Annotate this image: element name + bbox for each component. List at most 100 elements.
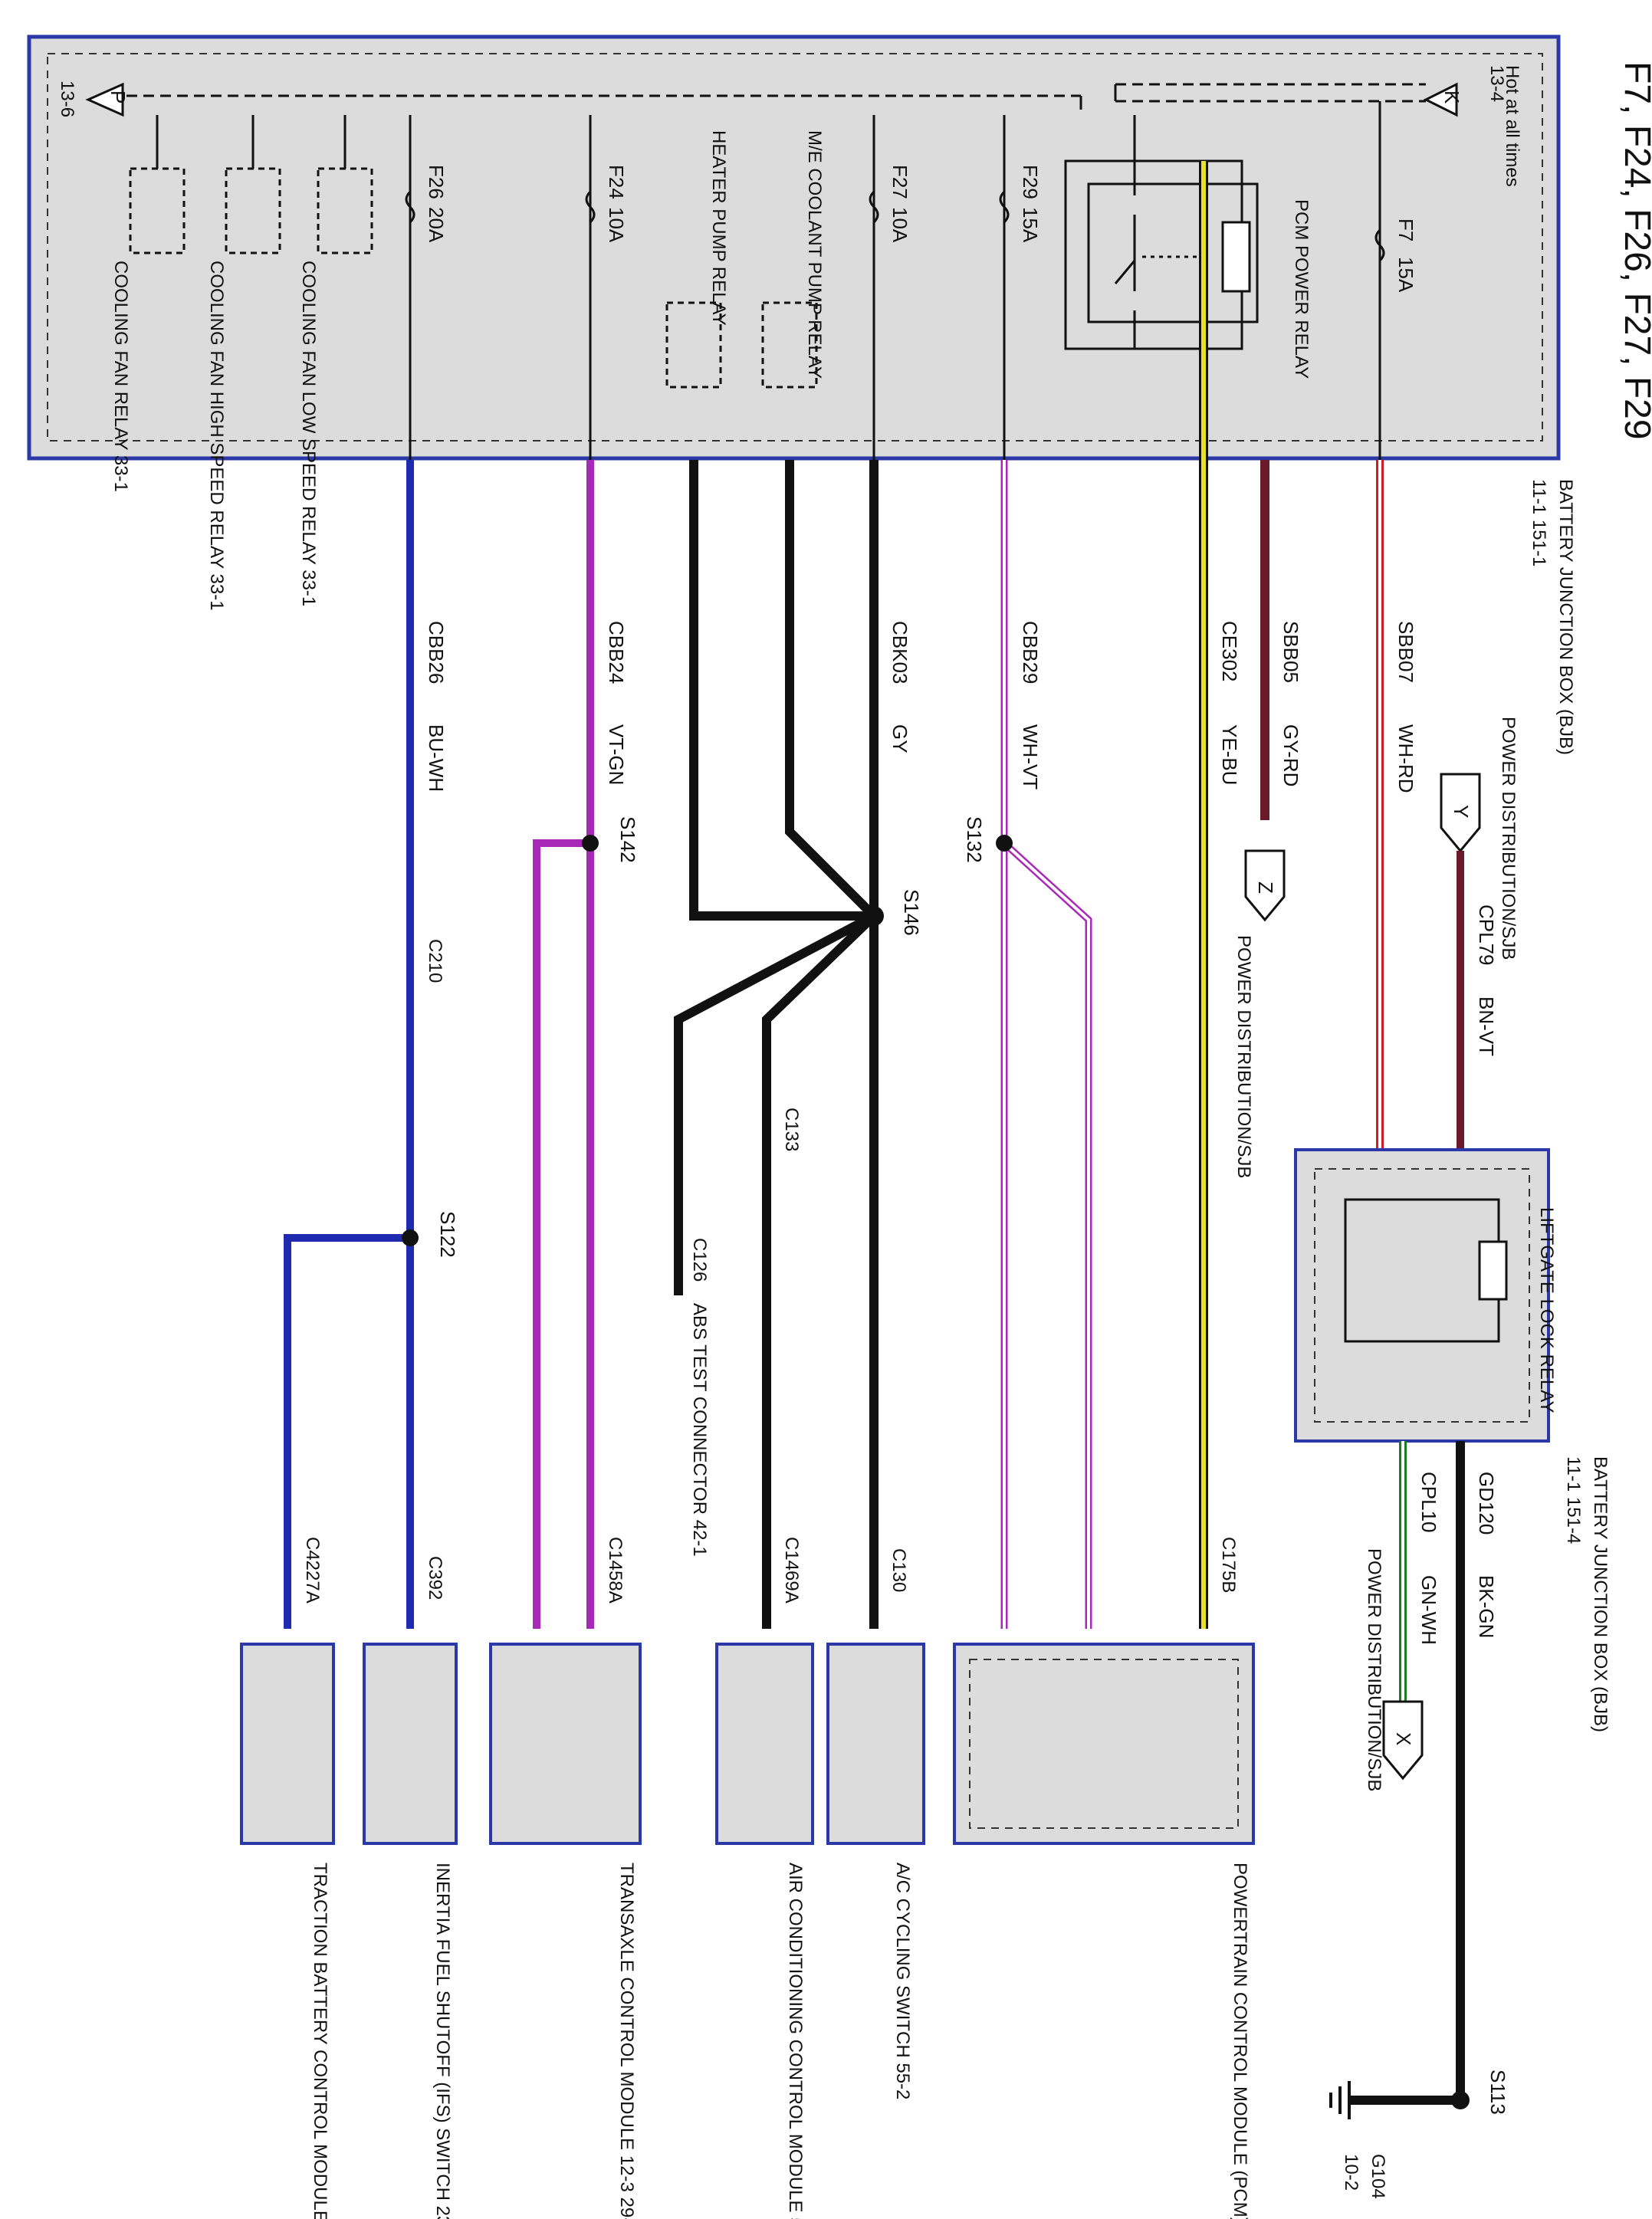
svg-text:CE302: CE302 (1218, 621, 1241, 682)
svg-text:WH-RD: WH-RD (1394, 724, 1417, 793)
svg-text:C175B: C175B (1218, 1537, 1239, 1593)
me-coolant-relay-label: M/E COOLANT PUMP RELAY (804, 130, 825, 379)
connector-p-ref: 13-6 (57, 80, 77, 117)
svg-text:15A: 15A (1019, 207, 1042, 243)
splice-s142 (582, 835, 599, 852)
svg-text:TRACTION BATTERY CONTROL MODUL: TRACTION BATTERY CONTROL MODULE 12-5 (310, 1863, 330, 2219)
connector-k-ref: 13-4 (1486, 65, 1507, 102)
splice-s132-label: S132 (963, 816, 986, 863)
pcm-relay-box (1087, 182, 1259, 323)
wire-cbb26 (284, 460, 414, 1629)
connector-x-label: X (1392, 1732, 1415, 1745)
connector-y-label: Y (1450, 805, 1473, 818)
svg-text:INERTIA FUEL SHUTOFF (IFS) SWI: INERTIA FUEL SHUTOFF (IFS) SWITCH 23-7 2… (432, 1863, 453, 2219)
svg-text:CPL10: CPL10 (1417, 1472, 1440, 1533)
ground-icon (1329, 2081, 1351, 2119)
fan-relay-box (129, 167, 186, 254)
svg-text:SBB07: SBB07 (1394, 621, 1417, 683)
svg-text:POWERTRAIN CONTROL MODULE (PCM: POWERTRAIN CONTROL MODULE (PCM) 23-1 23-… (1230, 1863, 1250, 2219)
svg-text:C392: C392 (425, 1556, 445, 1600)
abs-label: ABS TEST CONNECTOR 42-1 (689, 1303, 710, 1557)
bjb-box (27, 34, 1561, 461)
svg-text:BU-WH: BU-WH (425, 724, 448, 792)
me-coolant-relay-box (761, 301, 818, 389)
svg-text:A/C CYCLING SWITCH 55-2: A/C CYCLING SWITCH 55-2 (892, 1863, 913, 2099)
heater-relay-label: HEATER PUMP RELAY (708, 130, 729, 326)
liftgate-label: LIFTGATE LOCK RELAY (1536, 1207, 1557, 1413)
fuse-f7: F7 15A (1374, 101, 1417, 460)
svg-text:C126: C126 (689, 1238, 710, 1282)
fuse-f24: F24 10A (585, 115, 628, 460)
bjb-label: BATTERY JUNCTION BOX (BJB) (1555, 479, 1576, 755)
connector-k-icon (1423, 82, 1458, 117)
bjb-inner-dash (47, 53, 1543, 442)
module-pcm: POWERTRAIN CONTROL MODULE (PCM) 23-1 23-… (953, 1643, 1255, 2219)
connector-p-icon (85, 82, 124, 117)
splice-s132 (996, 835, 1013, 852)
svg-text:TRANSAXLE CONTROL MODULE 12-3: TRANSAXLE CONTROL MODULE 12-3 29-1 (616, 1863, 637, 2219)
pcm-relay-coil (1221, 221, 1251, 293)
svg-text:BK-GN: BK-GN (1475, 1575, 1498, 1638)
bjb2-label: BATTERY JUNCTION BOX (BJB) (1590, 1456, 1611, 1732)
liftgate-coil (1478, 1240, 1508, 1301)
connector-z-label: Z (1254, 881, 1277, 894)
splice-s146-label: S146 (900, 889, 923, 936)
svg-text:10-2: 10-2 (1341, 2154, 1361, 2191)
fuse-f26: F26 20A (405, 115, 448, 460)
pcm-relay-label: PCM POWER RELAY (1291, 199, 1312, 379)
svg-text:VT-GN: VT-GN (605, 724, 628, 785)
fan-high-relay-label: COOLING FAN HIGH SPEED RELAY 33-1 (206, 261, 227, 611)
svg-text:10A: 10A (888, 207, 911, 243)
module-ac-cycling: A/C CYCLING SWITCH 55-2 (826, 1643, 925, 2099)
splice-s122 (402, 1229, 419, 1246)
svg-text:CBK03: CBK03 (888, 621, 911, 684)
svg-text:CBB29: CBB29 (1019, 621, 1042, 684)
hot-at-all-times: Hot at all times (1502, 65, 1522, 187)
svg-text:F7: F7 (1394, 218, 1417, 241)
svg-text:G104: G104 (1368, 2154, 1388, 2199)
svg-text:GN-WH: GN-WH (1417, 1575, 1440, 1645)
svg-text:C1469A: C1469A (781, 1537, 802, 1604)
heater-relay-box (665, 301, 722, 389)
module-transaxle: TRANSAXLE CONTROL MODULE 12-3 29-1 (489, 1643, 642, 2219)
fan-relay-label: COOLING FAN RELAY 33-1 (110, 261, 131, 492)
diagram-title: F7, F24, F26, F27, F29 (1617, 61, 1652, 440)
svg-text:CBB26: CBB26 (425, 621, 448, 684)
fan-low-relay-label: COOLING FAN LOW SPEED RELAY 33-1 (298, 261, 319, 606)
module-traction: TRACTION BATTERY CONTROL MODULE 12-5 (240, 1643, 335, 2219)
svg-text:AIR CONDITIONING CONTROL MODUL: AIR CONDITIONING CONTROL MODULE 55-2 (785, 1863, 806, 2219)
splice-s142-label: S142 (616, 816, 639, 863)
power-dist-z-label: POWER DISTRIBUTION/SJB (1233, 935, 1254, 1178)
svg-text:C210: C210 (425, 939, 445, 983)
svg-text:C133: C133 (781, 1108, 802, 1151)
bjb-refs: 11-1 151-1 (1529, 479, 1549, 566)
svg-text:GY: GY (888, 724, 911, 753)
connector-y-icon (1440, 773, 1481, 853)
wire-cbb29 (1000, 460, 1092, 1629)
svg-text:F24: F24 (605, 165, 628, 199)
module-inertia: INERTIA FUEL SHUTOFF (IFS) SWITCH 23-7 2… (363, 1643, 458, 2219)
svg-text:WH-VT: WH-VT (1019, 724, 1042, 789)
svg-text:SBB05: SBB05 (1279, 621, 1302, 683)
power-dist-x-label: POWER DISTRIBUTION/SJB (1364, 1548, 1384, 1791)
svg-text:CBB24: CBB24 (605, 621, 628, 684)
svg-text:20A: 20A (425, 207, 448, 243)
wire-cbk03 (674, 460, 879, 1629)
svg-text:C1458A: C1458A (605, 1537, 626, 1604)
power-dist-y-label: POWER DISTRIBUTION/SJB (1498, 717, 1519, 960)
fan-high-relay-box (225, 167, 281, 254)
svg-text:CPL79: CPL79 (1475, 904, 1498, 966)
svg-text:S113: S113 (1486, 2070, 1509, 2115)
liftgate-box (1294, 1148, 1550, 1443)
svg-text:F26: F26 (425, 165, 448, 199)
svg-text:C130: C130 (888, 1548, 909, 1592)
fuse-f29: F29 15A (999, 115, 1042, 460)
svg-text:BN-VT: BN-VT (1475, 996, 1498, 1056)
svg-text:YE-BU: YE-BU (1218, 724, 1241, 785)
splice-s122-label: S122 (436, 1211, 459, 1258)
module-ac-control: AIR CONDITIONING CONTROL MODULE 55-2 (715, 1643, 814, 2219)
svg-text:GD120: GD120 (1475, 1472, 1498, 1535)
connector-z-icon (1244, 849, 1286, 922)
svg-text:10A: 10A (605, 207, 628, 243)
